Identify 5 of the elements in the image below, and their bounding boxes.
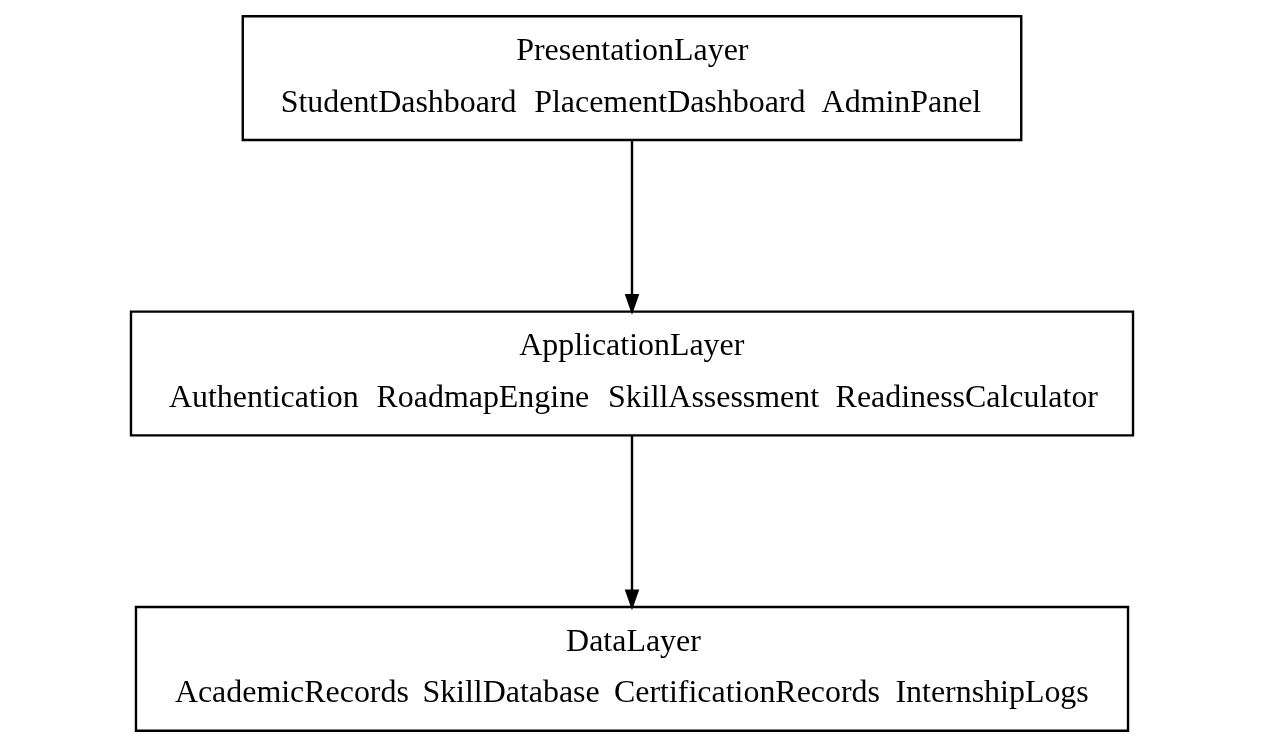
node-box: DataLayer AcademicRecords SkillDatabase CertificationRecords InternshipLogs bbox=[134, 605, 1130, 732]
arrow bbox=[624, 435, 640, 611]
node-box: ApplicationLayer Authentication RoadmapEngine SkillAssessment ReadinessCalculator bbox=[129, 310, 1135, 437]
node-box: PresentationLayer StudentDashboard PlacementDashboard AdminPanel bbox=[241, 15, 1023, 142]
arrow bbox=[624, 140, 640, 315]
